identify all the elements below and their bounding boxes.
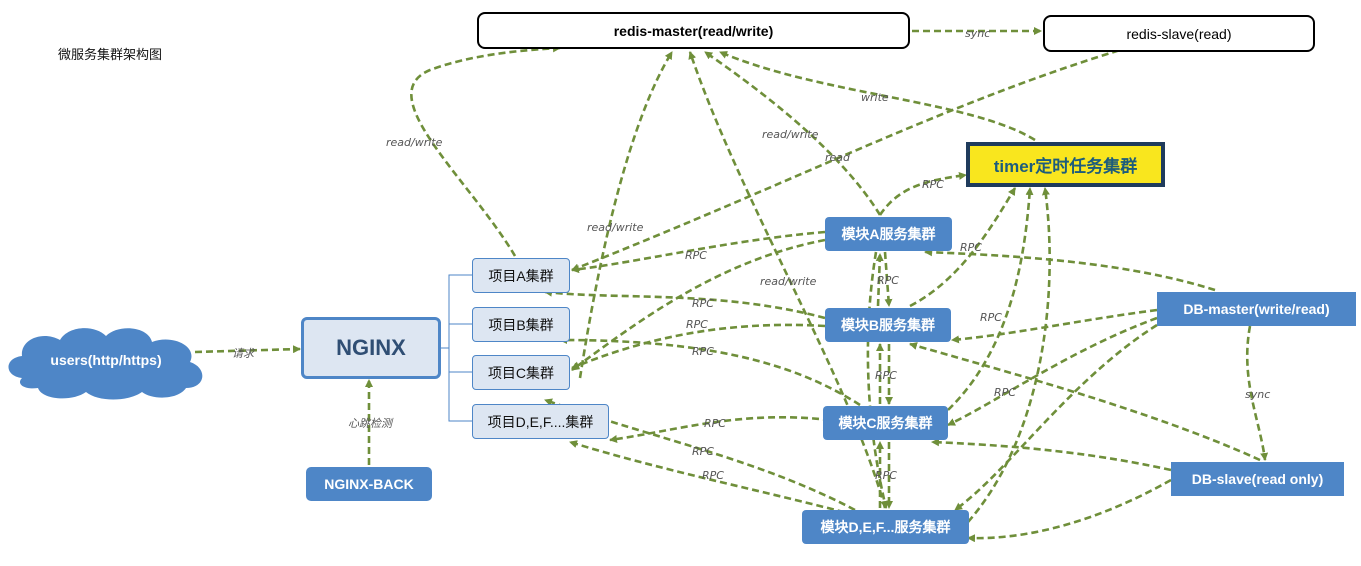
arrow-moda-proja (571, 230, 826, 274)
label-rpc-8: RPC (875, 369, 897, 382)
module-c-node[interactable]: 模块C服务集群 (823, 406, 948, 440)
module-d-node[interactable]: 模块D,E,F...服务集群 (802, 510, 969, 544)
arrow-redisslave-proja (571, 42, 1141, 272)
arrow-proja-redis (410, 44, 561, 257)
nginx-back-node[interactable]: NGINX-BACK (306, 467, 432, 501)
arrow-modb-moda (875, 253, 884, 307)
label-rpc-9: RPC (994, 386, 1016, 399)
arrow-modd-redis (688, 51, 887, 509)
nginx-to-projects-connector (441, 274, 472, 422)
label-rpc-7: RPC (980, 311, 1002, 324)
arrow-dbm-modb (951, 308, 1158, 344)
arrow-modd-projc (544, 398, 856, 512)
arrow-moda-projc (571, 238, 826, 372)
label-heartbeat: 心跳检测 (348, 417, 394, 430)
timer-cluster-node[interactable]: timer定时任务集群 (966, 142, 1165, 187)
label-rpc-5: RPC (692, 345, 714, 358)
nginx-node[interactable]: NGINX (301, 317, 441, 379)
arrow-dbs-modc (931, 438, 1172, 472)
label-rw-projc: read/write (587, 221, 644, 234)
arrow-dbm-modc (947, 316, 1158, 427)
dashed-arrows (194, 27, 1269, 543)
users-cloud[interactable]: users(http/https) (2, 320, 210, 400)
label-rpc-1: RPC (960, 241, 982, 254)
redis-slave-node[interactable]: redis-slave(read) (1043, 15, 1315, 52)
label-read: read (825, 151, 851, 164)
edge-labels: sync 请求 心跳检测 read/write read/write read/… (232, 27, 1270, 482)
label-rw-moda: read/write (762, 128, 819, 141)
arrow-moda-timer (878, 172, 967, 216)
project-b-node[interactable]: 项目B集群 (472, 307, 570, 342)
arrow-modc-projb (559, 336, 861, 407)
label-sync-db: sync (1245, 388, 1270, 401)
module-a-node[interactable]: 模块A服务集群 (825, 217, 952, 251)
arrow-modb-proja (544, 288, 826, 320)
label-sync-redis: sync (965, 27, 990, 40)
arrow-moda-modb (883, 251, 893, 307)
redis-master-node[interactable]: redis-master(read/write) (477, 12, 910, 49)
label-rpc-timer: RPC (922, 178, 944, 191)
label-rpc-2: RPC (685, 249, 707, 262)
users-label: users(http/https) (50, 352, 162, 368)
db-master-node[interactable]: DB-master(write/read) (1157, 292, 1356, 326)
arrow-dbm-moda (924, 248, 1216, 292)
arrow-dbm-modd (954, 323, 1158, 512)
arrow-dbs-modb (909, 342, 1261, 462)
label-rw-modd: read/write (760, 275, 817, 288)
arrow-moda-redis (704, 50, 882, 216)
db-slave-node[interactable]: DB-slave(read only) (1171, 462, 1344, 496)
page-title: 微服务集群架构图 (58, 48, 163, 63)
label-rpc-11: RPC (692, 445, 714, 458)
arrow-modd-timer (967, 187, 1051, 523)
label-rpc-6: RPC (877, 274, 899, 287)
module-b-node[interactable]: 模块B服务集群 (825, 308, 951, 342)
label-rpc-4: RPC (686, 318, 708, 331)
arrow-modd-projd2 (569, 440, 856, 517)
arrow-dbs-modd (967, 478, 1172, 543)
arrow-timer-redis (719, 50, 1036, 142)
cloud-icon (8, 328, 203, 400)
label-write: write (861, 91, 889, 104)
project-d-node[interactable]: 项目D,E,F....集群 (472, 404, 609, 439)
label-rpc-12: RPC (702, 469, 724, 482)
label-request: 请求 (232, 347, 256, 360)
arrow-moda-modd (866, 251, 889, 509)
arrow-users-nginx (194, 345, 301, 354)
project-c-node[interactable]: 项目C集群 (472, 355, 570, 390)
label-rw-proja: read/write (386, 136, 443, 149)
label-rpc-3: RPC (692, 297, 714, 310)
label-rpc-13: RPC (875, 469, 897, 482)
label-rpc-10: RPC (704, 417, 726, 430)
arrow-modb-projc (571, 323, 826, 370)
arrow-modc-timer (947, 187, 1034, 411)
project-a-node[interactable]: 项目A集群 (472, 258, 570, 293)
arrow-projc-redis (578, 51, 674, 379)
arrow-db-sync (1245, 325, 1269, 461)
